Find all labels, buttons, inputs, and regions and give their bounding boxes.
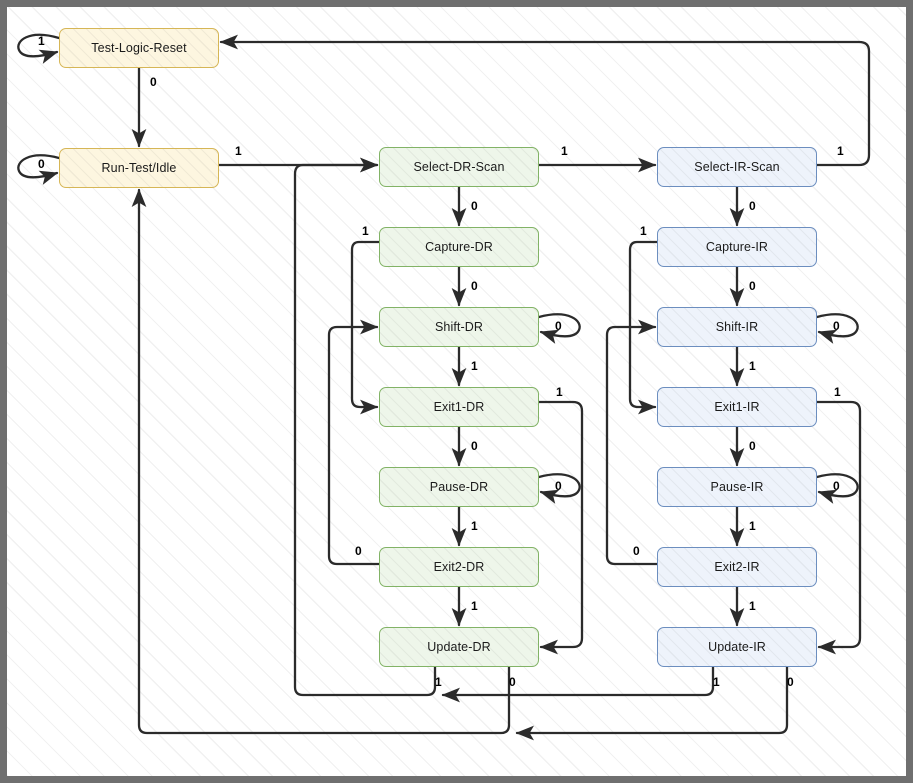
state-label: Test-Logic-Reset [91, 41, 187, 55]
edge-label-e1dr-udr: 1 [556, 385, 563, 399]
edge-label-udr-sds: 1 [435, 675, 442, 689]
edge-label-sis-tlr: 1 [837, 144, 844, 158]
state-label: Select-IR-Scan [694, 160, 780, 174]
edge-label-shir-e1ir: 1 [749, 359, 756, 373]
edge-tlr-self [17, 33, 61, 64]
edge-label-uir-rti: 0 [787, 675, 794, 689]
edge-label-tlr-rti: 0 [150, 75, 157, 89]
edge-label-cir-e1ir: 1 [640, 224, 647, 238]
state-label: Exit1-DR [433, 400, 485, 414]
edge-label-cir-shir: 0 [749, 279, 756, 293]
edge-uir-rti [515, 665, 789, 741]
state-node-select-ir-scan[interactable]: Select-IR-Scan [657, 147, 817, 187]
state-node-capture-dr[interactable]: Capture-DR [379, 227, 539, 267]
edge-label-tlr-self: 1 [38, 34, 45, 48]
edge-label-rti-sds: 1 [235, 144, 242, 158]
edge-rti-self [17, 154, 61, 185]
state-label: Capture-IR [705, 240, 769, 254]
state-node-shift-dr[interactable]: Shift-DR [379, 307, 539, 347]
edge-label-cdr-e1dr: 1 [362, 224, 369, 238]
state-node-pause-ir[interactable]: Pause-IR [657, 467, 817, 507]
edge-label-pir-self: 0 [833, 479, 840, 493]
state-label: Update-IR [708, 640, 766, 654]
state-label: Exit2-DR [433, 560, 485, 574]
state-label: Run-Test/Idle [101, 161, 177, 175]
state-node-exit1-ir[interactable]: Exit1-IR [657, 387, 817, 427]
edge-label-shdr-self: 0 [555, 319, 562, 333]
state-node-select-dr-scan[interactable]: Select-DR-Scan [379, 147, 539, 187]
edge-label-udr-rti: 0 [509, 675, 516, 689]
edge-label-e1dr-pdr: 0 [471, 439, 478, 453]
edge-shdr-self [537, 313, 581, 344]
state-node-run-test-idle[interactable]: Run-Test/Idle [59, 148, 219, 188]
state-node-pause-dr[interactable]: Pause-DR [379, 467, 539, 507]
edge-label-cdr-shdr: 0 [471, 279, 478, 293]
state-node-shift-ir[interactable]: Shift-IR [657, 307, 817, 347]
state-node-exit1-dr[interactable]: Exit1-DR [379, 387, 539, 427]
edge-e1dr-udr [537, 400, 584, 655]
edge-label-e2dr-shdr: 0 [355, 544, 362, 558]
state-label: Update-DR [427, 640, 491, 654]
state-label: Pause-DR [429, 480, 489, 494]
state-node-capture-ir[interactable]: Capture-IR [657, 227, 817, 267]
edge-label-pir-e2ir: 1 [749, 519, 756, 533]
edge-label-shdr-e1dr: 1 [471, 359, 478, 373]
state-node-update-ir[interactable]: Update-IR [657, 627, 817, 667]
edge-cdr-e1dr [350, 240, 381, 415]
edge-label-uir-sds: 1 [713, 675, 720, 689]
state-label: Shift-DR [434, 320, 484, 334]
edge-label-sds-sis: 1 [561, 144, 568, 158]
state-node-update-dr[interactable]: Update-DR [379, 627, 539, 667]
state-label: Pause-IR [710, 480, 764, 494]
edge-label-e2ir-uir: 1 [749, 599, 756, 613]
edge-label-shir-self: 0 [833, 319, 840, 333]
state-node-exit2-dr[interactable]: Exit2-DR [379, 547, 539, 587]
state-label: Exit2-IR [714, 560, 760, 574]
edge-e2dr-shdr [327, 319, 381, 566]
edge-label-e2dr-udr: 1 [471, 599, 478, 613]
edge-shir-self [815, 313, 859, 344]
edge-e1ir-uir [815, 400, 862, 655]
edge-label-pdr-self: 0 [555, 479, 562, 493]
edge-udr-rti [131, 188, 511, 735]
edge-e2ir-shir [605, 319, 659, 566]
edge-label-rti-self: 0 [38, 157, 45, 171]
edge-label-e1ir-pir: 0 [749, 439, 756, 453]
state-label: Select-DR-Scan [413, 160, 505, 174]
edge-label-e1ir-uir: 1 [834, 385, 841, 399]
state-node-exit2-ir[interactable]: Exit2-IR [657, 547, 817, 587]
edge-label-e2ir-shir: 0 [633, 544, 640, 558]
edge-label-sis-cir: 0 [749, 199, 756, 213]
edge-pir-self [815, 473, 859, 504]
edge-label-sds-cdr: 0 [471, 199, 478, 213]
edge-sis-tlr [219, 34, 871, 167]
edge-uir-sds [441, 665, 715, 703]
state-label: Capture-DR [425, 240, 493, 254]
edge-label-pdr-e2dr: 1 [471, 519, 478, 533]
state-node-test-logic-reset[interactable]: Test-Logic-Reset [59, 28, 219, 68]
edge-udr-sds [293, 157, 437, 697]
state-label: Shift-IR [715, 320, 759, 334]
edge-pdr-self [537, 473, 581, 504]
edge-cir-e1ir [628, 240, 659, 415]
edge-layer [17, 33, 871, 741]
state-label: Exit1-IR [714, 400, 760, 414]
